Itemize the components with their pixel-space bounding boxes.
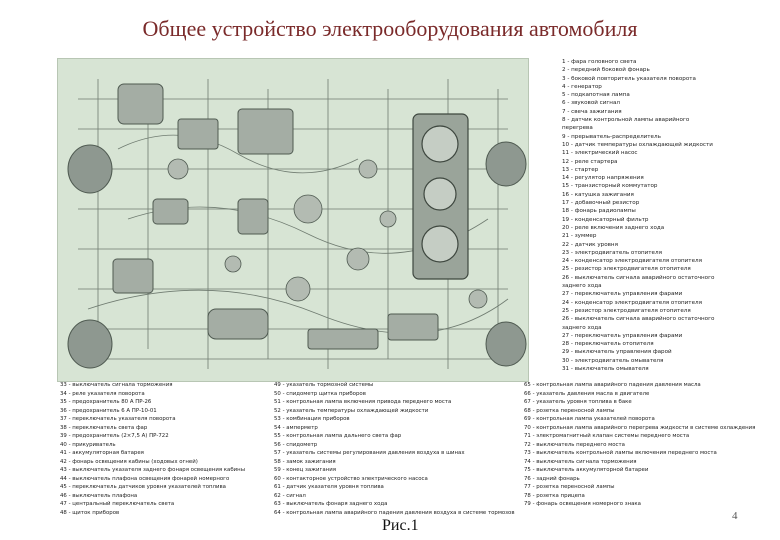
- legend-entry: 66 - указатель давления масла в двигател…: [524, 390, 650, 397]
- legend-entry: 75 - выключатель аккумуляторной батареи: [524, 467, 649, 473]
- legend-entry: 11 - электрический насос: [562, 150, 638, 157]
- legend-entry: 15 - транзисторный коммутатор: [562, 183, 658, 190]
- legend-entry: 31 - выключатель омывателя: [562, 365, 649, 372]
- legend-entry: 57 - указатель системы регулирования дав…: [274, 450, 465, 456]
- legend-entry: 34 - реле указателя поворота: [60, 390, 145, 397]
- legend-entry: 10 - датчик температуры охлаждающей жидк…: [562, 141, 713, 148]
- legend-entry: 68 - розетка переносной лампы: [524, 407, 615, 414]
- legend-entry: 12 - реле стартера: [562, 158, 618, 165]
- figure-caption: Рис.1: [382, 517, 419, 534]
- wiring-diagram-drawing: [67, 79, 527, 369]
- legend-entry: 1 - фара головного света: [562, 59, 637, 65]
- legend-entry: 48 - щиток приборов: [60, 509, 120, 516]
- legend-entry: 44 - выключатель плафона освещения фонар…: [60, 475, 230, 482]
- legend-entry: 54 - амперметр: [274, 424, 318, 431]
- instrument-panel: [412, 113, 469, 280]
- wiring-diagram: [57, 58, 529, 382]
- legend-entry: 22 - датчик уровня: [562, 241, 618, 248]
- legend-column-2: 49 - указатель тормозной системы 50 - спи…: [274, 381, 519, 517]
- legend-entry: 50 - спидометр щитка приборов: [274, 390, 366, 397]
- legend-entry: 72 - выключатель переднего моста: [524, 441, 625, 448]
- legend-entry: 59 - конец зажигания: [274, 467, 336, 473]
- legend-entry: 6 - звуковой сигнал: [562, 100, 620, 107]
- legend-entry: 56 - спидометр: [274, 441, 318, 448]
- legend-entry: 33 - выключатель сигнала торможения: [60, 382, 173, 388]
- legend-entry: 24 - конденсатор электродвигателя отопит…: [562, 299, 702, 306]
- legend-entry: 28 - переключатель отопителя: [562, 341, 654, 348]
- legend-entry: 25 - резистор электродвигателя отопителя: [562, 266, 691, 273]
- legend-entry: 17 - добавочный резистор: [562, 200, 640, 207]
- legend-entry: 7 - свеча зажигания: [562, 108, 622, 115]
- legend-entry: 29 - выключатель управления фарой: [562, 349, 672, 356]
- legend-entry: 58 - замок зажигания: [274, 458, 336, 465]
- legend-entry: 4 - генератор: [562, 83, 602, 90]
- legend-entry: 49 - указатель тормозной системы: [274, 382, 374, 388]
- legend-entry: 36 - предохранитель 6 А ПР-10-01: [60, 407, 157, 414]
- legend-entry: 67 - указатель уровня топлива в баке: [524, 399, 632, 405]
- legend-entry: 52 - указатель температуры охлаждающей ж…: [274, 407, 429, 414]
- legend-entry: 18 - фонарь радиолампы: [562, 208, 636, 215]
- legend-entry: 43 - выключатель указателя заднего фонар…: [60, 467, 245, 473]
- legend-entry: 38 - переключатель света фар: [60, 424, 148, 431]
- legend-entry: 39 - предохранитель (2×7,5 А) ПР-722: [60, 433, 169, 439]
- legend-entry: 47 - центральный переключатель света: [60, 501, 175, 507]
- legend-entry: 64 - контрольная лампа аварийного падени…: [274, 509, 515, 516]
- legend-entry: 45 - переключатель датчиков уровня указа…: [60, 484, 226, 490]
- legend-entry: 70 - контрольная лампа аварийного перегр…: [524, 424, 756, 431]
- legend-entry: 46 - выключатель плафона: [60, 492, 138, 499]
- legend-entry: 55 - контрольная лампа дальнего света фа…: [274, 433, 402, 439]
- legend-entry: 26 - выключатель сигнала аварийного оста…: [562, 316, 715, 323]
- legend-entry: 65 - контрольная лампа аварийного падени…: [524, 382, 701, 388]
- legend-column-1: 33 - выключатель сигнала торможения 34 - …: [60, 381, 265, 517]
- legend-column-3: 65 - контрольная лампа аварийного падени…: [524, 381, 776, 509]
- legend-entry: заднего хода: [562, 324, 602, 331]
- legend-entry: 19 - конденсаторный фильтр: [562, 216, 649, 223]
- legend-entry: 53 - комбинация приборов: [274, 416, 350, 422]
- legend-entry: 51 - контрольная лампа включения привода…: [274, 399, 452, 405]
- legend-entry: 13 - стартер: [562, 166, 599, 173]
- legend-entry: 60 - контакторное устройство электрическ…: [274, 475, 428, 482]
- legend-entry: 77 - розетка переносной лампы: [524, 484, 615, 490]
- legend-entry: 8 - датчик контрольной лампы аварийного: [562, 117, 690, 124]
- legend-entry: 25 - резистор электродвигателя отопителя: [562, 307, 691, 314]
- legend-entry: 14 - регулятор напряжения: [562, 175, 644, 182]
- legend-entry: 30 - электродвигатель омывателя: [562, 357, 664, 364]
- legend-entry: 61 - датчик указателя уровня топлива: [274, 484, 384, 490]
- legend-entry: 63 - выключатель фонаря заднего хода: [274, 501, 388, 507]
- legend-entry: 41 - аккумуляторная батарея: [60, 450, 144, 456]
- left-headlamp: [67, 141, 527, 369]
- legend-entry: 76 - задний фонарь: [524, 475, 580, 482]
- legend-entry: 23 - электродвигатель отопителя: [562, 249, 662, 256]
- legend-entry: 71 - электромагнитный клапан системы пер…: [524, 433, 690, 439]
- legend-entry: 74 - выключатель сигнала торможения: [524, 458, 637, 465]
- legend-entry: 27 - переключатель управления фарами: [562, 332, 683, 339]
- legend-entry: 9 - прерыватель-распределитель: [562, 133, 661, 140]
- legend-entry: 79 - фонарь освещения номерного знака: [524, 501, 641, 507]
- legend-entry: 20 - реле включения заднего хода: [562, 224, 665, 231]
- legend-entry: 78 - розетка прицепа: [524, 492, 585, 499]
- legend-entry: 73 - выключатель контрольной лампы включ…: [524, 450, 717, 456]
- legend-entry: 27 - переключатель управления фарами: [562, 291, 683, 298]
- legend-entry: 21 - зуммер: [562, 233, 597, 240]
- page-number: 4: [732, 510, 738, 522]
- legend-entry: 35 - предохранитель 80 А ПР-26: [60, 399, 152, 405]
- legend-entry: перегрева: [562, 125, 593, 132]
- legend-entry: 40 - прикуриватель: [60, 441, 116, 448]
- legend-entry: заднего хода: [562, 283, 602, 290]
- legend-entry: 24 - конденсатор электродвигателя отопит…: [562, 258, 702, 265]
- slide-title: Общее устройство электрооборудования авт…: [142, 16, 638, 41]
- legend-entry: 37 - переключатель указателя поворота: [60, 416, 176, 422]
- legend-entry: 69 - контрольная лампа указателей поворо…: [524, 416, 655, 422]
- legend-entry: 26 - выключатель сигнала аварийного оста…: [562, 274, 715, 281]
- legend-entry: 5 - подкапотная лампа: [562, 92, 630, 99]
- legend-entry: 2 - передний боковой фонарь: [562, 67, 650, 74]
- legend-entry: 62 - сигнал: [274, 492, 306, 499]
- legend-entry: 16 - катушка зажигания: [562, 191, 634, 198]
- legend-entry: 42 - фонарь освещения кабины (ходовых ог…: [60, 458, 198, 465]
- legend-right-column: 1 - фара головного света 2 - передний бок…: [562, 58, 777, 373]
- legend-entry: 3 - боковой повторитель указателя поворо…: [562, 75, 696, 82]
